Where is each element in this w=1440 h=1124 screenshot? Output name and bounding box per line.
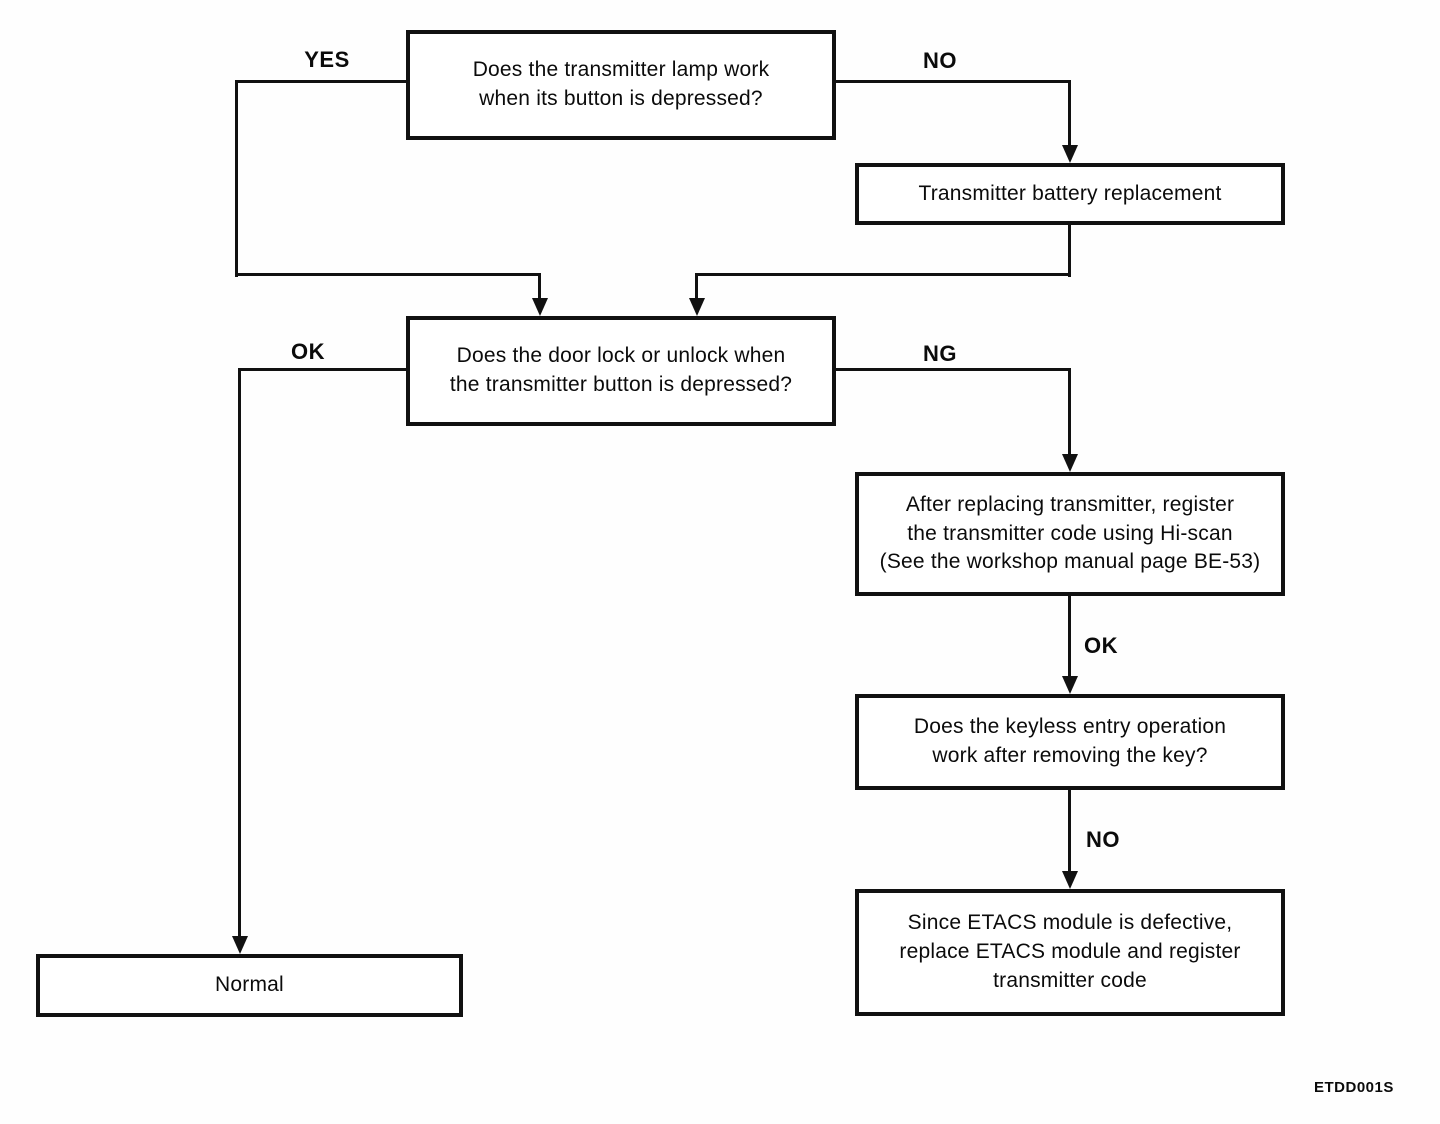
edge-label-ng: NG [923,341,957,366]
node-text: Since ETACS module is defective, replace… [899,911,1241,992]
flow-node-door-lock-question: Does the door lock or unlock when the tr… [406,316,836,426]
node-text: Normal [215,973,284,997]
connector-register-ok-vertical [1068,596,1071,678]
flow-node-register-transmitter-code: After replacing transmitter, register th… [855,472,1285,596]
connector-battery-exit-vertical [1068,225,1071,277]
arrowhead-into-etacs [1062,871,1078,889]
connector-ng-horizontal [834,368,1071,371]
edge-label-no-right: NO [1086,827,1120,852]
flow-node-etacs-module-defective: Since ETACS module is defective, replace… [855,889,1285,1016]
node-text: Transmitter battery replacement [918,181,1222,205]
connector-merge-right-drop [695,273,698,301]
arrowhead-into-door-question-left [532,298,548,316]
figure-code: ETDD001S [1314,1079,1394,1096]
flow-node-keyless-entry-question: Does the keyless entry operation work af… [855,694,1285,790]
connector-yes-vertical [235,80,238,277]
connector-merge-right-horizontal [695,273,1071,276]
arrowhead-into-normal [232,936,248,954]
node-text: Does the keyless entry operation work af… [913,715,1227,767]
arrowhead-into-keyless-question [1062,676,1078,694]
flow-node-battery-replacement: Transmitter battery replacement [855,163,1285,225]
connector-ok-horizontal [238,368,406,371]
arrowhead-into-door-question-right [689,298,705,316]
connector-ng-vertical [1068,368,1071,456]
edge-label-ok-left: OK [291,339,325,364]
edge-label-no-top: NO [923,48,957,73]
connector-keyless-no-vertical [1068,790,1071,873]
connector-merge-left-drop [538,273,541,301]
edge-label-yes: YES [304,47,350,72]
connector-no-vertical [1068,80,1071,147]
node-text: Does the door lock or unlock when the tr… [449,344,793,396]
node-text: After replacing transmitter, register th… [879,492,1261,574]
flow-node-normal: Normal [36,954,463,1017]
connector-yes-horizontal [237,80,406,83]
connector-no-horizontal [834,80,1071,83]
connector-ok-vertical [238,368,241,938]
node-text: Does the transmitter lamp work when its … [472,58,770,110]
connector-merge-left-horizontal [235,273,541,276]
arrowhead-into-register-code [1062,454,1078,472]
edge-label-ok-right: OK [1084,633,1118,658]
arrowhead-into-battery-replacement [1062,145,1078,163]
flow-node-transmitter-lamp-question: Does the transmitter lamp work when its … [406,30,836,140]
